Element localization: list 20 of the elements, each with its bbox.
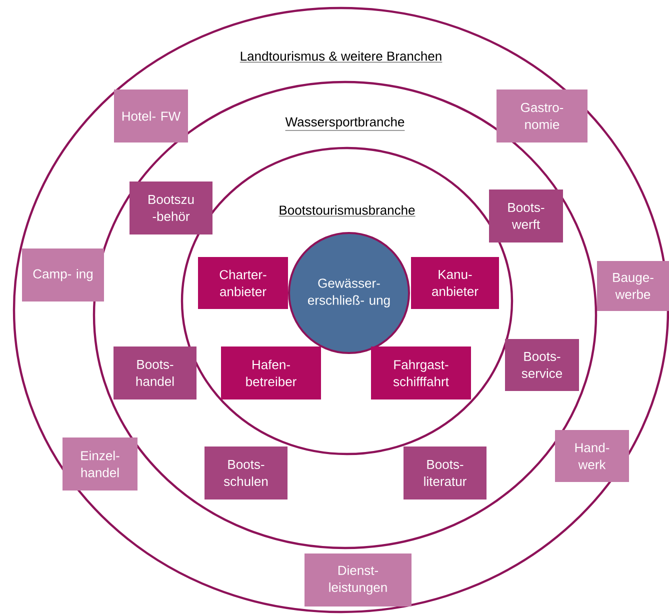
sector-box: Fahrgast- schifffahrt xyxy=(371,346,471,400)
sector-box: Dienst- leistungen xyxy=(304,554,412,606)
sector-box: Hand- werk xyxy=(555,430,629,482)
sector-box: Boots- literatur xyxy=(404,446,486,500)
sector-box: Charter- anbieter xyxy=(198,257,288,309)
sector-box: Einzel- handel xyxy=(62,438,138,490)
ring-heading: Bootstourismusbranche xyxy=(278,205,416,216)
sector-box: Camp- ing xyxy=(22,248,104,302)
sector-box: Boots- handel xyxy=(114,346,196,400)
sector-box: Bauge- werbe xyxy=(597,261,669,311)
sector-box: Hotel- FW xyxy=(114,90,188,142)
sector-box: Gastro- nomie xyxy=(496,90,588,142)
ring-heading: Wassersportbranche xyxy=(285,116,405,131)
sector-box: Kanu- anbieter xyxy=(411,257,499,309)
ring-heading: Landtourismus & weitere Branchen xyxy=(240,51,442,62)
sector-box: Boots- schulen xyxy=(204,446,288,500)
sector-box: Hafen- betreiber xyxy=(221,346,321,400)
sector-box: Bootszu -behör xyxy=(130,182,212,234)
sector-box: Boots- service xyxy=(505,339,579,391)
sector-box: Boots- werft xyxy=(489,190,563,242)
